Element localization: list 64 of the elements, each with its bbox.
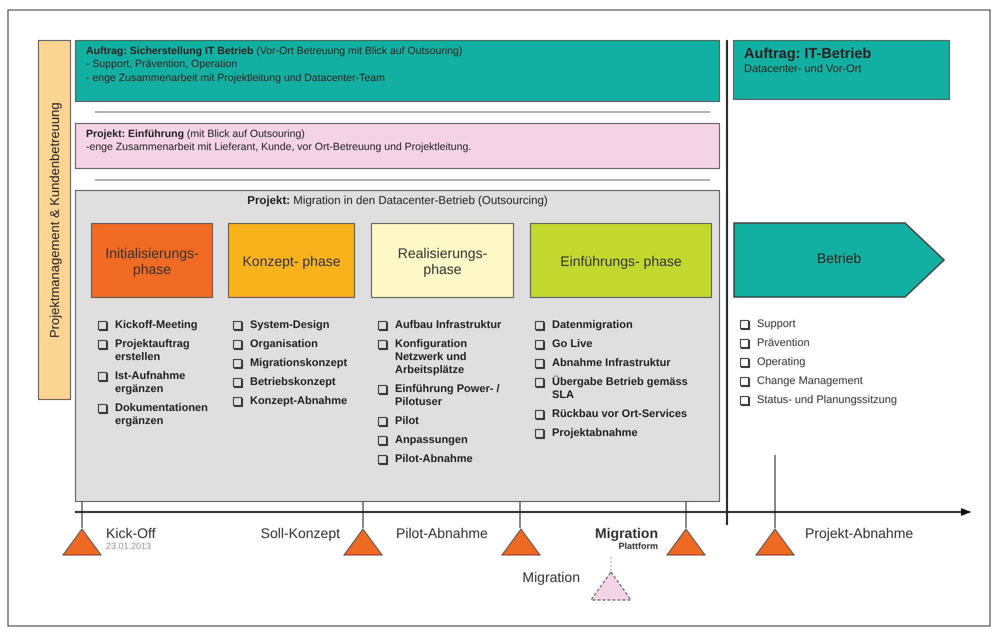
milestone-triangle: [666, 528, 706, 556]
checklist-item: Pilot: [395, 415, 419, 428]
side-band: [38, 40, 71, 400]
milestone-triangle: [590, 571, 632, 601]
side-label: Projektmanagement & Kundenbetreuung: [46, 101, 63, 340]
checklist-item: Projektauftrag erstellen: [115, 338, 191, 364]
assignment-box: [75, 40, 720, 102]
description: - enge Zusammenarbeit mit Projektleitung und Datacenter-Team: [86, 71, 386, 85]
project-panel: [75, 190, 720, 502]
checklist-item: Support: [757, 318, 796, 331]
checklist-item: Organisation: [250, 338, 318, 351]
heading: Auftrag: IT-Betrieb: [744, 46, 872, 62]
checklist-item: Konzept-Abnahme: [250, 395, 348, 408]
phase-label: Initialisierungs- phase: [104, 244, 200, 279]
description: -enge Zusammenarbeit mit Lieferant, Kunde, vor Ort-Betreuung und Projektleitung.: [86, 140, 472, 154]
milestone-label: Projekt-Abnahme: [805, 525, 914, 541]
milestone-triangle: [343, 528, 383, 556]
checklist-item: Konfiguration Netzwerk und Arbeitsplätze: [395, 338, 468, 377]
milestone-triangle: [501, 528, 541, 556]
milestone-triangle: [62, 528, 102, 556]
checklist-item: Ist-Aufnahme ergänzen: [115, 370, 186, 396]
milestone-label: Soll-Konzept: [260, 525, 340, 541]
checklist-item: System-Design: [250, 319, 330, 332]
milestone-note: Plattform: [617, 541, 658, 552]
stage-label: Betrieb: [816, 250, 862, 266]
assignment-box: [733, 40, 950, 100]
phase-label: Einführungs- phase: [559, 252, 683, 271]
stage-arrow: [733, 222, 945, 298]
checklist-item: Status- und Planungssitzung: [757, 394, 898, 407]
heading: Auftrag: Sicherstellung IT Betrieb (Vor-Ort Betreuung mit Blick auf Outsouring): [86, 45, 464, 57]
checklist-item: Prävention: [757, 337, 810, 350]
checklist-item: Betriebskonzept: [250, 376, 336, 389]
milestone-label: Migration: [521, 569, 580, 585]
phase-box: [91, 223, 213, 298]
checklist-item: Anpassungen: [395, 434, 468, 447]
checklist-item: Pilot-Abnahme: [395, 453, 473, 466]
phase-box: [530, 223, 712, 298]
project-box: [75, 123, 720, 169]
heading: Projekt: Einführung (mit Blick auf Outsouring): [86, 128, 306, 140]
checklist-item: Dokumentationen ergänzen: [115, 402, 209, 428]
phase-box: [228, 223, 355, 298]
checklist-item: Datenmigration: [552, 319, 633, 332]
heading: Projekt: Migration in den Datacenter-Betrieb (Outsourcing): [246, 195, 549, 207]
checklist-item: Go Live: [552, 338, 592, 351]
checklist-item: Kickoff-Meeting: [115, 319, 198, 332]
description: - Support, Prävention, Operation: [86, 57, 238, 71]
phase-label: Konzept- phase: [241, 252, 342, 271]
milestone-label: Pilot-Abnahme: [396, 525, 488, 541]
checklist-item: Abnahme Infrastruktur: [552, 357, 671, 370]
phase-label: Realisierungs- phase: [396, 244, 488, 279]
description: Datacenter- und Vor-Ort: [744, 63, 862, 75]
milestone-label: Migration: [594, 525, 658, 541]
milestone-note: 23.01.2013: [106, 541, 152, 552]
checklist-item: Einführung Power- / Pilotuser: [395, 383, 500, 409]
checklist-item: Operating: [757, 356, 806, 369]
checklist-item: Change Management: [757, 375, 863, 388]
checklist-item: Projektabnahme: [552, 427, 638, 440]
checklist-item: Aufbau Infrastruktur: [395, 319, 502, 332]
checklist-item: Rückbau vor Ort-Services: [552, 408, 688, 421]
phase-box: [371, 223, 514, 298]
milestone-label: Kick-Off: [106, 525, 156, 541]
milestone-triangle: [755, 528, 795, 556]
checklist-item: Migrationskonzept: [250, 357, 348, 370]
checklist-item: Übergabe Betrieb gemäss SLA: [552, 376, 689, 402]
